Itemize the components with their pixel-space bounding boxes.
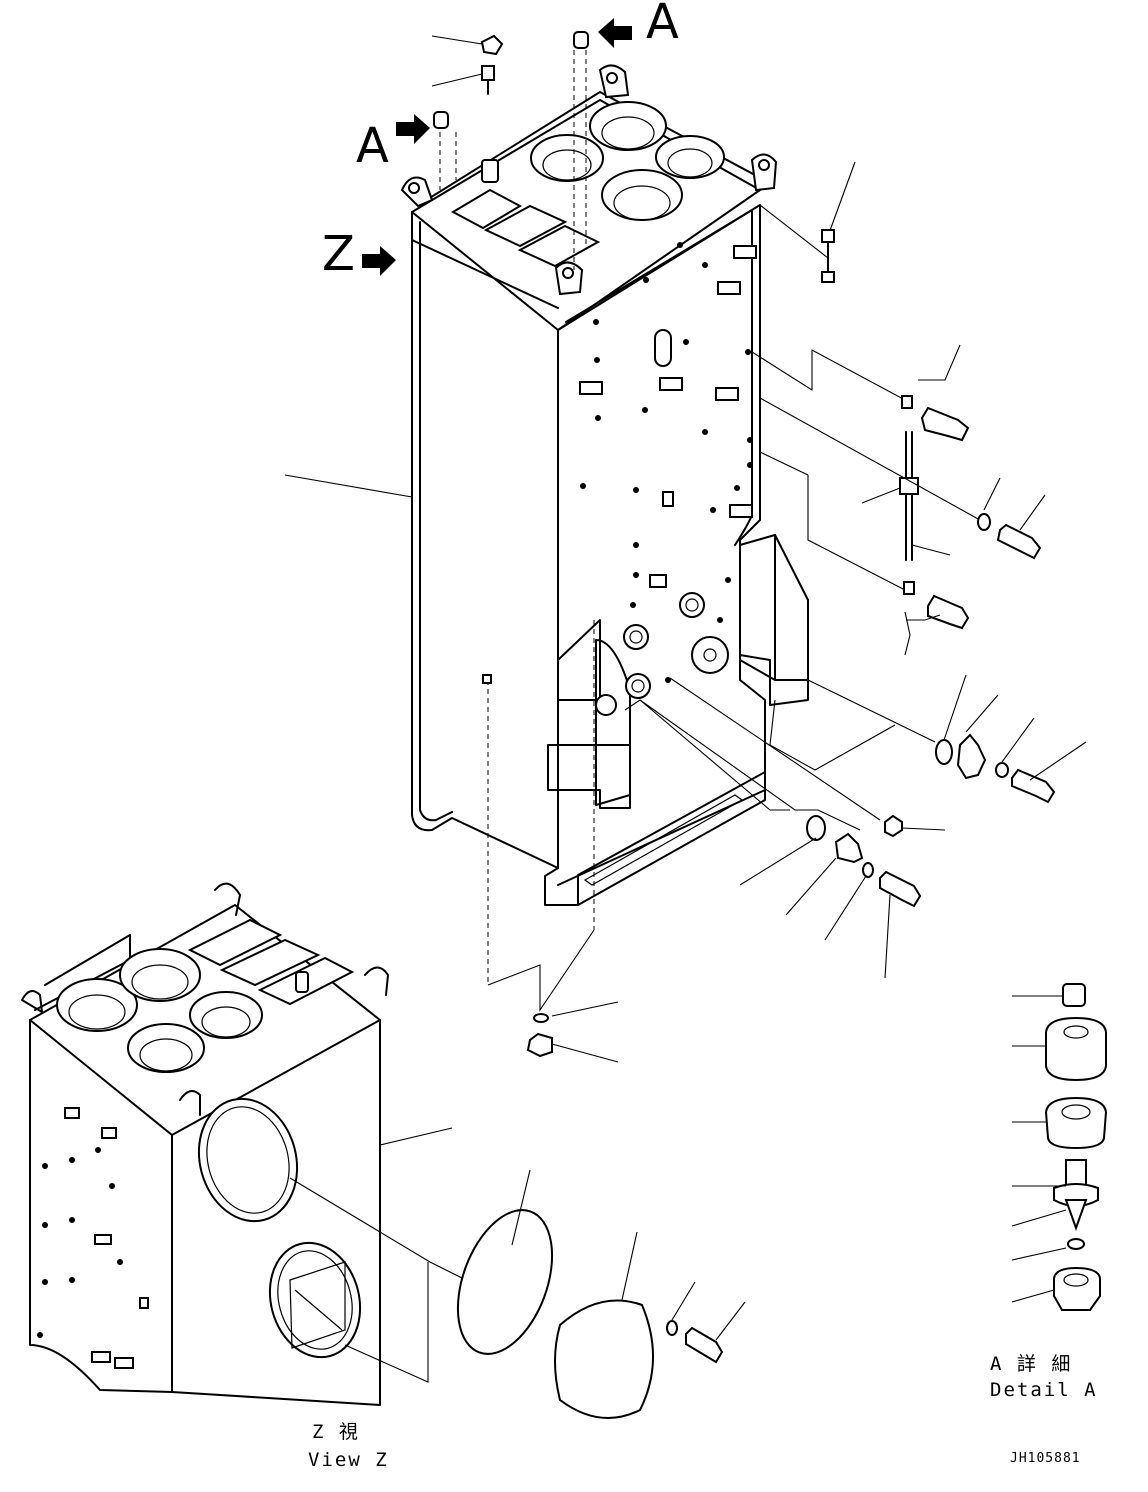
arrow-a-left xyxy=(396,114,430,144)
housing-bolt-holes xyxy=(580,242,753,683)
main-housing xyxy=(400,64,809,906)
arrow-a-top xyxy=(598,18,632,48)
detail-a-stack xyxy=(1011,983,1108,1311)
drawing-id: JH105881 xyxy=(1010,1451,1081,1466)
view-arrows xyxy=(362,18,632,276)
housing-lugs xyxy=(579,245,757,588)
view-z-cover-set xyxy=(289,1169,746,1419)
view-z-caption-jp: Z 視 xyxy=(312,1421,360,1443)
view-a-label-left: A xyxy=(356,118,389,174)
view-a-label-top: A xyxy=(646,0,679,50)
arrow-z xyxy=(362,246,396,276)
detail-a-caption-en: Detail A xyxy=(990,1379,1098,1401)
top-hardware xyxy=(431,31,589,270)
view-z-caption-en: View Z xyxy=(308,1449,389,1471)
exploded-parts-right xyxy=(284,161,1087,1063)
view-z-label: Z xyxy=(322,226,355,282)
side-ports xyxy=(595,592,729,716)
view-z-drawing xyxy=(21,882,453,1406)
detail-a-caption-jp: A 詳 細 xyxy=(990,1353,1072,1375)
